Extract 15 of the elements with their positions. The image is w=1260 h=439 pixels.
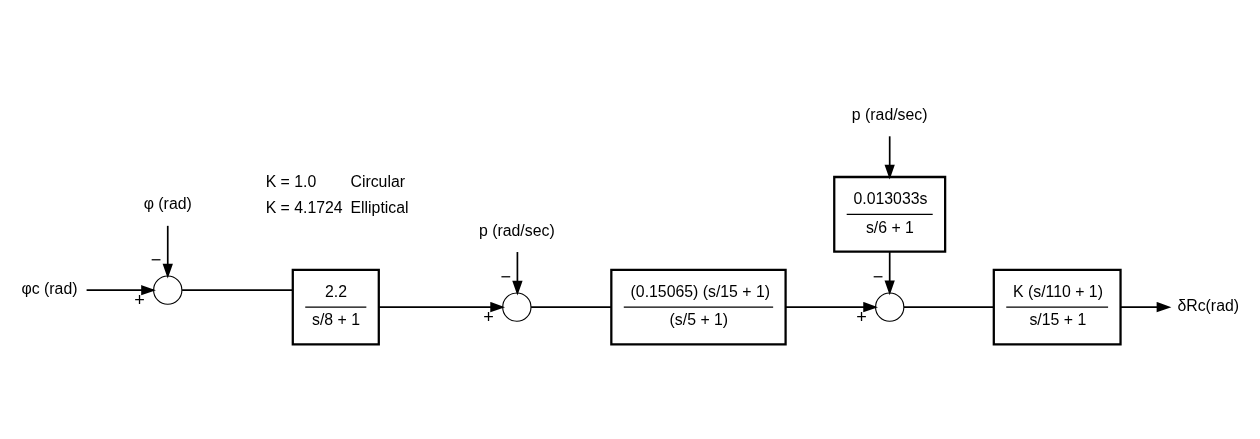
node-text: δRc(rad) (1177, 296, 1240, 314)
edge-label: − (150, 249, 162, 270)
node-text: φc (rad) (21, 279, 78, 297)
edge-label: − (500, 266, 512, 287)
edge-label: − (872, 266, 884, 287)
node-text: p (rad/sec) (479, 221, 555, 238)
label: K = 1.0 (265, 172, 317, 190)
edge-label: + (856, 306, 867, 327)
node-text: p (rad/sec) (851, 105, 928, 123)
node-text: φ (rad) (143, 194, 192, 212)
edge-label: + (483, 306, 494, 327)
label: Circular (350, 172, 406, 190)
edge-label: + (134, 289, 145, 310)
label: Elliptical (350, 198, 409, 216)
label: K = 4.1724 (265, 198, 343, 216)
